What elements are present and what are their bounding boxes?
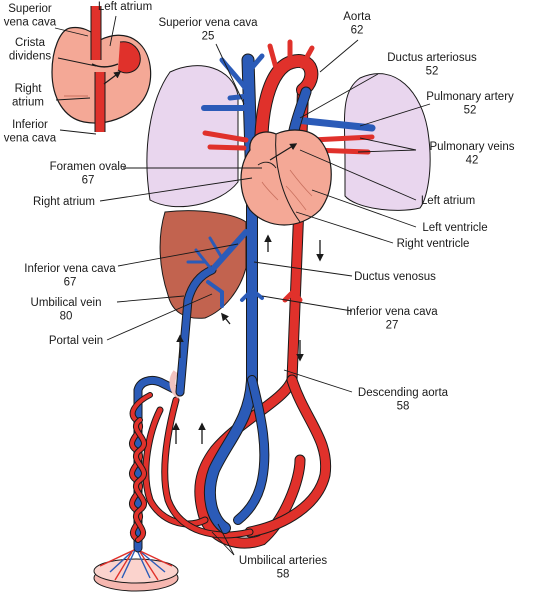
- heart: [240, 129, 332, 226]
- inset-crista-dividens-label: Crista dividens: [9, 37, 51, 63]
- inferior-vena-cava-right-text: Inferior vena cava: [346, 306, 438, 318]
- liver: [159, 210, 247, 319]
- umbilical-cord: [129, 375, 185, 553]
- venous-system: [186, 179, 270, 534]
- pulmonary-artery-value: 52: [464, 105, 477, 117]
- pulmonary-artery-text: Pulmonary artery: [426, 91, 514, 103]
- descending-aorta-label: Descending aorta 58: [358, 387, 449, 413]
- right-lung: [146, 65, 239, 208]
- aorta-label: Aorta 62: [343, 11, 371, 37]
- pulmonary-veins-text: Pulmonary veins: [429, 141, 514, 153]
- inset-crista-dividens-value: dividens: [9, 51, 51, 63]
- portal-vein-label: Portal vein: [49, 335, 103, 347]
- pulmonary-artery-label: Pulmonary artery 52: [426, 91, 514, 117]
- left-atrium-text: Left atrium: [421, 195, 475, 207]
- pulmonary-veins-label: Pulmonary veins 42: [429, 141, 514, 167]
- inset-right-atrium-value: atrium: [12, 97, 44, 109]
- umbilical-arteries-value: 58: [277, 569, 290, 581]
- ductus-arteriosus-text: Ductus arteriosus: [387, 52, 477, 64]
- descending-aorta-text: Descending aorta: [358, 387, 449, 399]
- inset-crista-dividens-text: Crista: [15, 37, 46, 49]
- pulmonary-vessels: [201, 105, 376, 155]
- portal-vein-text: Portal vein: [49, 335, 103, 347]
- umbilical-vein-label: Umbilical vein 80: [31, 297, 102, 323]
- right-atrium-text: Right atrium: [33, 196, 95, 208]
- umbilical-vein-value: 80: [60, 311, 73, 323]
- ductus-arteriosus-label: Ductus arteriosus 52: [387, 52, 477, 78]
- superior-vena-cava-label: Superior vena cava 25: [158, 17, 258, 43]
- inset-right-atrium-text: Right: [15, 83, 43, 95]
- inset-inferior-vena-cava-text: Inferior: [12, 119, 48, 131]
- ductus-venosus-text: Ductus venosus: [354, 271, 436, 283]
- superior-vena-cava-value: 25: [202, 31, 215, 43]
- placenta-vessels: [99, 547, 173, 581]
- right-ventricle-label: Right ventricle: [397, 238, 470, 250]
- inferior-vena-cava-right-value: 27: [386, 320, 399, 332]
- inset-left-atrium-text: Left atrium: [98, 1, 152, 13]
- right-atrium-label: Right atrium: [33, 196, 95, 208]
- left-ventricle-label: Left ventricle: [422, 222, 487, 234]
- inset-heart-section: [51, 6, 152, 132]
- inferior-vena-cava-left-text: Inferior vena cava: [24, 263, 116, 275]
- pulmonary-veins-value: 42: [466, 155, 479, 167]
- descending-aorta-value: 58: [397, 401, 410, 413]
- aorta-value: 62: [351, 25, 364, 37]
- right-ventricle-text: Right ventricle: [397, 238, 470, 250]
- inferior-vena-cava-right-label: Inferior vena cava 27: [346, 306, 438, 332]
- inferior-vena-cava-left-label: Inferior vena cava 67: [24, 263, 116, 289]
- aortic-arch: [254, 39, 319, 177]
- inset-superior-vena-cava-text: Superior: [8, 3, 52, 15]
- inset-inferior-vena-cava-value: vena cava: [4, 133, 57, 145]
- left-ventricle-text: Left ventricle: [422, 222, 487, 234]
- umbilical-arteries-label: Umbilical arteries 58: [239, 555, 327, 581]
- umbilical-vein-text: Umbilical vein: [31, 297, 102, 309]
- inferior-vena-cava-left-value: 67: [64, 277, 77, 289]
- inset-superior-vena-cava-value: vena cava: [4, 17, 57, 29]
- ductus-venosus-label: Ductus venosus: [354, 271, 436, 283]
- foramen-ovale-value: 67: [82, 175, 95, 187]
- foramen-ovale-label: Foramen ovale 67: [50, 161, 127, 187]
- inset-superior-vena-cava-label: Superior vena cava: [4, 3, 57, 29]
- umbilical-vein: [175, 265, 217, 397]
- foramen-ovale-text: Foramen ovale: [50, 161, 127, 173]
- ductus-arteriosus-value: 52: [426, 66, 439, 78]
- leader-lines: [54, 15, 431, 556]
- left-atrium-label: Left atrium: [421, 195, 475, 207]
- aorta-text: Aorta: [343, 11, 371, 23]
- flow-arrows: [172, 234, 324, 444]
- umbilical-arteries-text: Umbilical arteries: [239, 555, 327, 567]
- left-lung: [343, 73, 431, 211]
- inset-inferior-vena-cava-label: Inferior vena cava: [4, 119, 57, 145]
- inset-right-atrium-label: Right atrium: [12, 83, 44, 109]
- superior-vena-cava-text: Superior vena cava: [158, 17, 258, 29]
- inset-left-atrium-label: Left atrium: [98, 1, 152, 13]
